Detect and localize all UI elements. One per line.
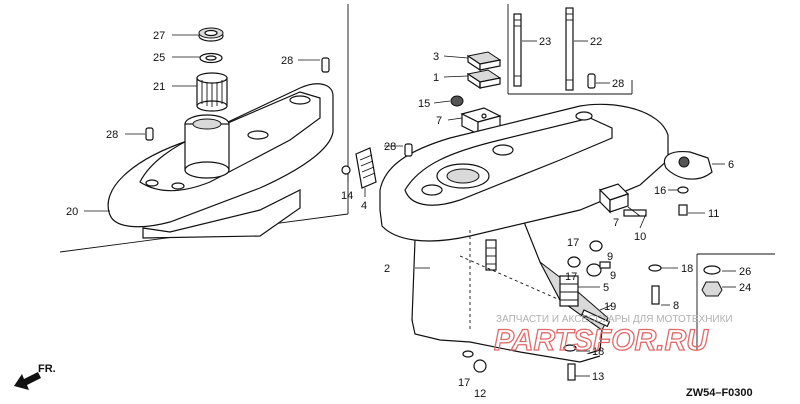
callout-13: 13 [592,371,604,383]
callout-23: 23 [539,36,551,48]
callout-18-a: 18 [681,263,693,275]
callout-24: 24 [739,282,751,294]
front-label: FR. [38,363,56,375]
cover-plate [663,150,713,180]
callout-26: 26 [739,266,751,278]
callout-6: 6 [728,159,734,171]
gear-case-main [379,103,669,363]
callout-28-a: 28 [106,129,118,141]
callout-5: 5 [603,282,609,294]
callout-28-b: 28 [281,55,293,67]
stud-bolts [513,7,596,91]
callout-17-c: 17 [458,377,470,389]
anode-blocks [466,51,502,90]
watermark-caption: ЗАПЧАСТИ И АКСЕССУАРЫ ДЛЯ МОТОТЕХНИКИ [496,314,733,325]
diagram-code: ZW54–F0300 [686,387,753,399]
callout-22: 22 [590,36,602,48]
callout-14: 14 [341,190,353,202]
callout-3: 3 [433,51,439,63]
watermark-logo: PARTSFOR.RU [494,324,709,357]
callout-27: 27 [153,30,165,42]
callout-20: 20 [66,206,78,218]
seal-bearing-stack [196,27,228,112]
callout-25: 25 [153,52,165,64]
callout-7-b: 7 [613,217,619,229]
callout-19: 19 [604,301,616,313]
callout-12: 12 [474,388,486,400]
front-arrow-icon [14,372,41,390]
callout-21: 21 [153,81,165,93]
callout-9-b: 9 [610,270,616,282]
callout-16: 16 [654,185,666,197]
callout-4: 4 [361,200,367,212]
leader-lines [84,34,736,377]
callout-1: 1 [433,72,439,84]
callout-2: 2 [384,263,390,275]
callout-labels: 27 25 21 28 28 20 14 4 28 3 1 15 7 23 22… [66,30,751,400]
callout-11: 11 [708,208,719,220]
callout-17-a: 17 [567,237,579,249]
front-direction-marker: FR. [14,363,56,390]
gear-case-cover-left [107,57,334,239]
fasteners-right [462,183,723,381]
water-screen [341,147,377,189]
callout-9-a: 9 [607,251,613,263]
callout-15: 15 [418,98,430,110]
callout-17-b: 17 [565,271,577,283]
watermark: ЗАПЧАСТИ И АКСЕССУАРЫ ДЛЯ МОТОТЕХНИКИ PA… [493,314,733,358]
callout-8: 8 [673,300,679,312]
callout-18-b: 18 [592,346,604,358]
callout-10: 10 [634,231,646,243]
callout-28-c: 28 [384,141,396,153]
callout-7-a: 7 [436,115,442,127]
callout-28-d: 28 [612,78,624,90]
